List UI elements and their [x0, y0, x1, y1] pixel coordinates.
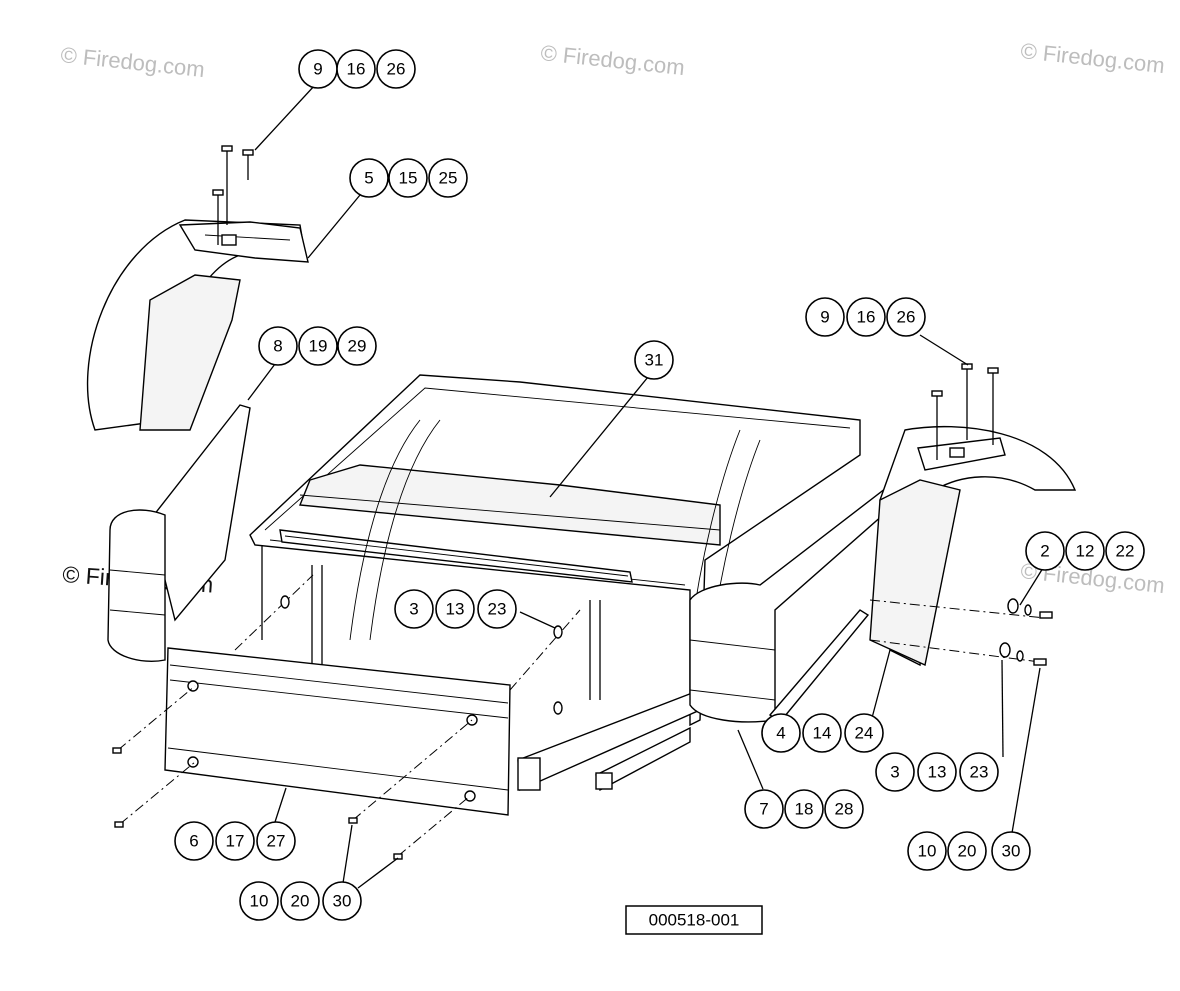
callout-group: 31: [634, 340, 674, 380]
callout-label: 22: [1116, 542, 1135, 561]
callout-label: 20: [291, 892, 310, 911]
watermark: © Firedog.com: [1019, 38, 1165, 78]
callout-label: 23: [488, 600, 507, 619]
callout-group: 3 13 23: [394, 589, 517, 629]
frame-drawing: [249, 374, 861, 792]
callout-label: 20: [958, 842, 977, 861]
callout-group: 6 17 27: [174, 821, 296, 861]
callout-group: 2 12 22: [1025, 531, 1145, 571]
callout-label: 16: [347, 60, 366, 79]
callout-label: 18: [795, 800, 814, 819]
callout-label: 12: [1076, 542, 1095, 561]
callout-label: 13: [446, 600, 465, 619]
callout-label: 19: [309, 337, 328, 356]
callout-group: 8 19 29: [258, 326, 377, 366]
left-fender-drawing: [86, 145, 309, 662]
watermark: © Firedog.com: [59, 42, 205, 82]
callout-label: 16: [857, 308, 876, 327]
callout-group: 7 18 28: [744, 789, 864, 829]
callout-group: 5 15 25: [349, 158, 468, 198]
callout-group: 10 20 30: [907, 831, 1031, 871]
right-side-drawing: [689, 363, 1077, 723]
callout-group: 4 14 24: [761, 713, 884, 753]
callout-label: 27: [267, 832, 286, 851]
callout-label: 24: [855, 724, 874, 743]
document-id: 000518-001: [649, 911, 740, 930]
leader-lines: [247, 84, 1044, 889]
callout-label: 31: [645, 351, 664, 370]
callout-label: 23: [970, 763, 989, 782]
callout-label: 3: [890, 763, 899, 782]
callout-label: 26: [387, 60, 406, 79]
callout-group: 10 20 30: [239, 881, 362, 921]
callout-label: 9: [820, 308, 829, 327]
callout-label: 25: [439, 169, 458, 188]
callout-label: 15: [399, 169, 418, 188]
callout-group: 3 13 23: [875, 752, 999, 792]
callout-group: 9 16 26: [805, 297, 926, 337]
callout-label: 30: [1002, 842, 1021, 861]
callout-label: 13: [928, 763, 947, 782]
callout-label: 14: [813, 724, 832, 743]
callout-label: 7: [759, 800, 768, 819]
callout-label: 17: [226, 832, 245, 851]
callout-label: 8: [273, 337, 282, 356]
callout-label: 5: [364, 169, 373, 188]
callout-label: 3: [409, 600, 418, 619]
callout-label: 9: [313, 60, 322, 79]
callout-label: 2: [1040, 542, 1049, 561]
document-id-box: 000518-001: [625, 905, 763, 935]
assembly-lines: [112, 574, 581, 860]
callout-label: 10: [918, 842, 937, 861]
front-panel-drawing: [164, 647, 511, 816]
callout-label: 10: [250, 892, 269, 911]
callout-label: 28: [835, 800, 854, 819]
callout-label: 30: [333, 892, 352, 911]
callout-group: 9 16 26: [298, 49, 416, 89]
callout-label: 29: [348, 337, 367, 356]
callout-label: 4: [776, 724, 785, 743]
callout-label: 26: [897, 308, 916, 327]
callouts: 9 16 26 5 15 25 8 19 29 31 9 16 26 2 12: [174, 49, 1145, 921]
watermark: © Firedog.com: [539, 40, 685, 80]
callout-label: 6: [189, 832, 198, 851]
